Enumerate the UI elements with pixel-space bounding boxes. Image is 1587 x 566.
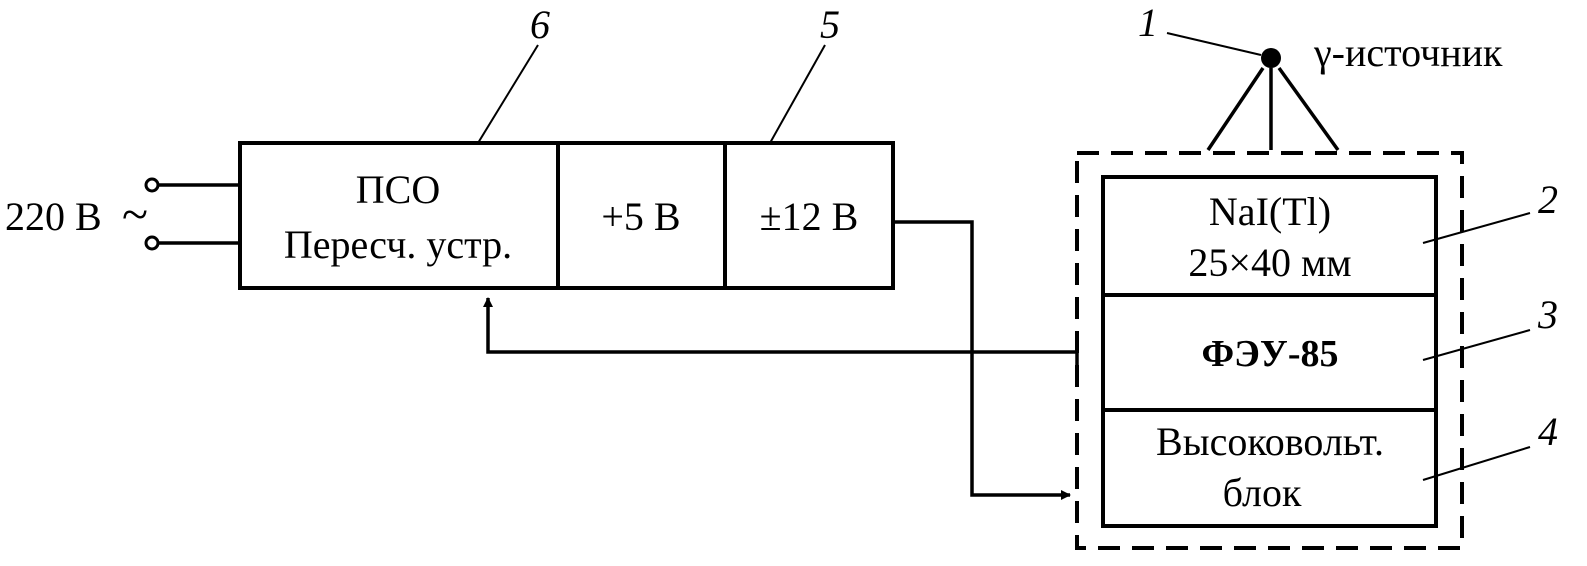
callout-4-leader [1422, 446, 1531, 481]
callout-4: 4 [1538, 409, 1558, 454]
callout-5-leader [769, 44, 826, 144]
hv-block-label: блок [1223, 470, 1302, 515]
callout-1-leader [1166, 32, 1262, 56]
psu-5v-label: +5 В [601, 194, 680, 239]
gamma-source-label: γ-источник [1313, 30, 1503, 75]
pmt-label: ФЭУ-85 [1202, 333, 1339, 375]
gamma-ray-left [1206, 67, 1265, 151]
callout-6: 6 [530, 2, 550, 47]
detector-block [1101, 175, 1438, 528]
gamma-source-dot [1261, 48, 1281, 68]
callout-2-leader [1422, 212, 1531, 244]
power-terminal-bottom [144, 235, 160, 251]
power-terminal-top [144, 177, 160, 193]
callout-1: 1 [1138, 0, 1158, 45]
pso-block [238, 141, 895, 290]
supply-wire [893, 220, 1071, 500]
callout-3: 3 [1537, 292, 1558, 337]
callout-5: 5 [820, 2, 840, 47]
callout-6-leader [477, 44, 539, 144]
voltage-label: 220 В [5, 194, 102, 239]
signal-wire [483, 297, 1077, 354]
gamma-ray-right [1277, 66, 1340, 152]
pso-label: ПСО [356, 167, 440, 212]
callout-3-leader [1422, 329, 1531, 361]
crystal-label: NaI(Tl) [1209, 189, 1331, 234]
psu-12v-label: ±12 В [760, 194, 859, 239]
hv-label: Высоковольт. [1156, 419, 1384, 464]
crystal-size-label: 25×40 мм [1188, 240, 1351, 285]
callout-2: 2 [1538, 177, 1558, 222]
ac-symbol: ~ [122, 188, 148, 241]
detector-shield [1075, 151, 1464, 550]
pso-counter-label: Пересч. устр. [284, 222, 512, 267]
